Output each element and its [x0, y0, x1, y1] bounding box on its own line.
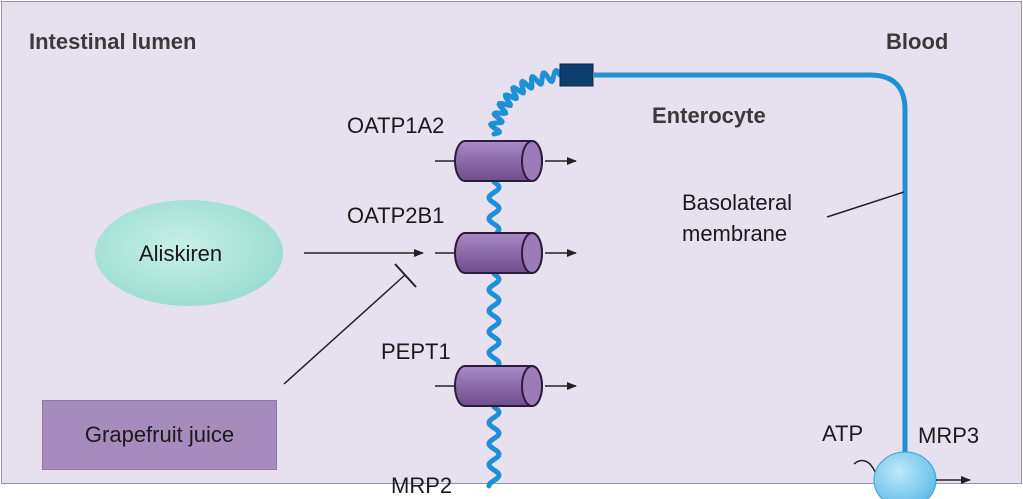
aliskiren-label: Aliskiren: [139, 241, 223, 266]
atp-label: ATP: [822, 421, 864, 446]
oatp2b1-label: OATP2B1: [347, 203, 445, 228]
basolateral-line-1: Basolateral: [682, 190, 793, 215]
apical-membrane: [486, 67, 563, 489]
inhibition-bar: [394, 263, 417, 288]
basolateral-membrane-label: Basolateral membrane: [682, 187, 792, 249]
pept1-label: PEPT1: [381, 339, 451, 364]
basolateral-membrane: [594, 72, 908, 486]
grapefruit-juice-box: Grapefruit juice: [42, 400, 277, 470]
grapefruit-juice-label: Grapefruit juice: [84, 422, 235, 447]
aliskiren-ellipse: [95, 200, 283, 306]
enterocyte-label: Enterocyte: [652, 103, 766, 128]
oatp1a2-transporter: [435, 140, 577, 182]
oatp1a2-label: OATP1A2: [347, 113, 445, 138]
pept1-transporter: [435, 365, 577, 407]
basolateral-line-2: membrane: [682, 221, 788, 246]
oatp2b1-transporter: [435, 232, 577, 274]
blood-label: Blood: [886, 29, 949, 54]
inhibition-line: [283, 274, 406, 385]
basolateral-leader-line: [826, 191, 905, 218]
mrp3-label: MRP3: [918, 423, 980, 448]
mrp2-label: MRP2: [391, 473, 453, 498]
tight-junction: [559, 63, 594, 87]
diagram-svg: [95, 63, 971, 499]
intestinal-lumen-label: Intestinal lumen: [29, 29, 197, 54]
mrp3-pump: [873, 451, 937, 499]
